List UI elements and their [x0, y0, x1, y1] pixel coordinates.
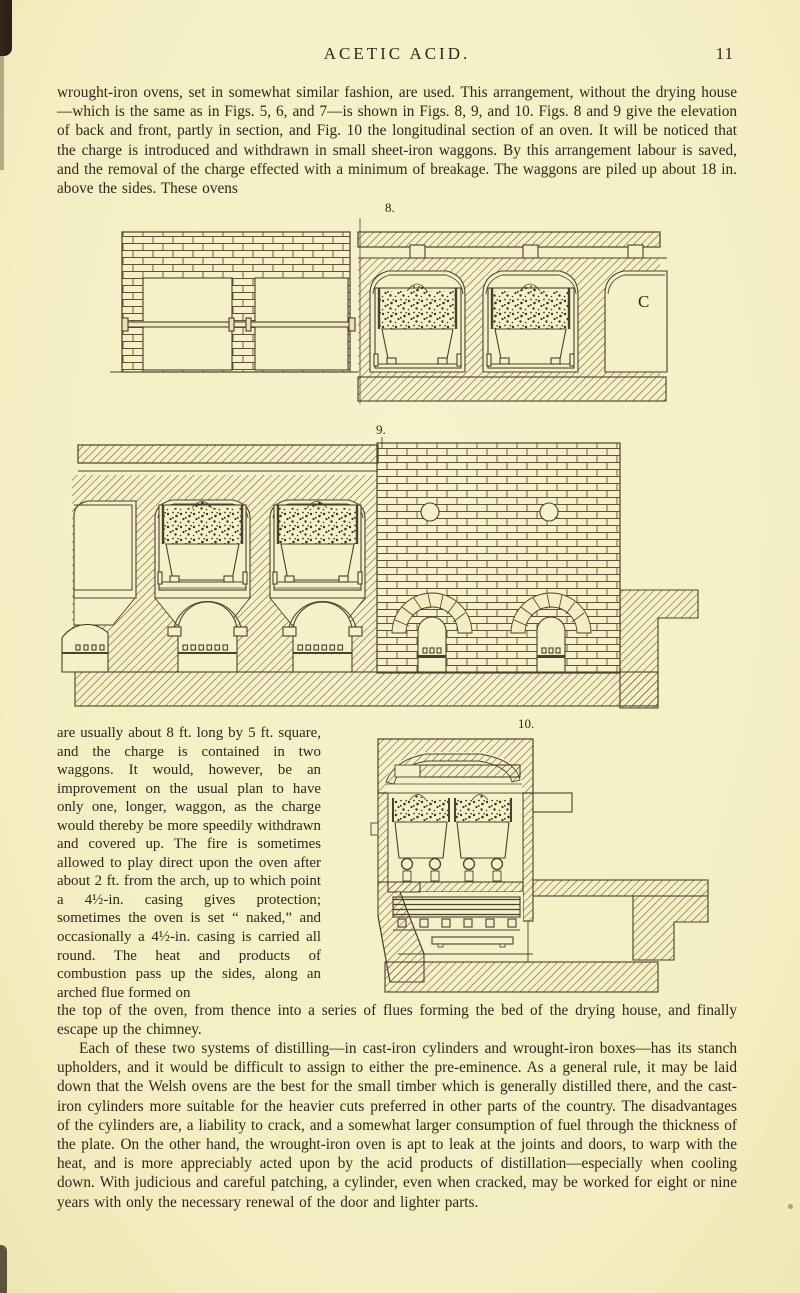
fig8-waggon-2 — [486, 283, 575, 369]
fig10-artwork: 10. — [370, 716, 709, 993]
paragraph: wrought-iron ovens, set in somewhat simi… — [57, 84, 737, 198]
figure-9-label: 9. — [376, 422, 386, 437]
scan-edge-artifact — [0, 1245, 7, 1293]
figure-8-label: 8. — [385, 200, 395, 215]
fig9-fire-opening-left — [61, 623, 109, 673]
paragraph-continuation: the top of the oven, from thence into a … — [57, 1002, 737, 1039]
fig9-fire-opening-right — [282, 601, 363, 673]
page-title: ACETIC ACID. — [323, 44, 471, 63]
figure-10-label: 10. — [518, 716, 534, 731]
fig8-waggon-1 — [373, 283, 462, 369]
scan-edge-artifact — [0, 0, 4, 170]
fig9-waggon-2 — [272, 501, 363, 591]
figure-9-engraving: 9. — [61, 422, 699, 709]
fig9-waggon-1 — [157, 501, 248, 591]
fig9-artwork: 9. — [61, 422, 699, 709]
fig8-artwork: 8. — [110, 200, 668, 404]
scan-speck — [788, 1204, 793, 1209]
column-paragraph: are usually about 8 ft. long by 5 ft. sq… — [57, 725, 321, 1001]
page-number: 11 — [715, 44, 734, 63]
scan-edge-artifact — [0, 0, 12, 56]
fig10-waggon-1 — [392, 794, 450, 882]
fig10-waggon-2 — [454, 794, 512, 882]
figure-8-engraving: 8. — [110, 200, 668, 404]
figure-8-annotation-c: C — [638, 292, 649, 311]
figure-10-engraving: 10. — [370, 716, 709, 993]
fig9-brick-elevation — [376, 442, 621, 674]
paragraph: Each of these two systems of distilling—… — [57, 1040, 737, 1211]
fig9-fire-opening-center — [167, 601, 248, 673]
